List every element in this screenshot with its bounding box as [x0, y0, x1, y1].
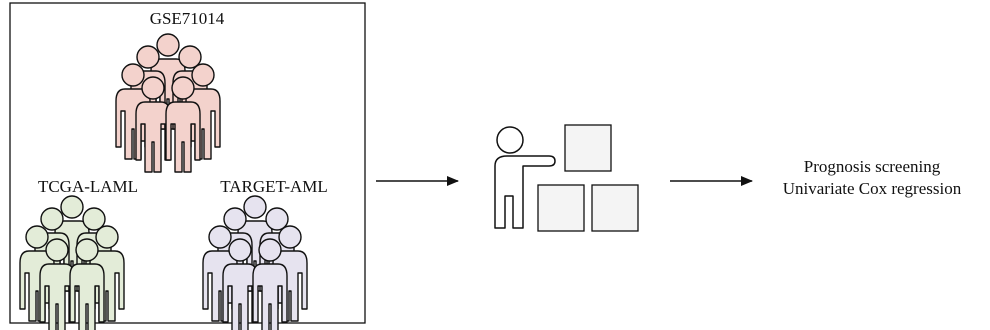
output-label-univariate-cox: Univariate Cox regression	[783, 179, 962, 198]
person-head	[208, 225, 232, 249]
person-head	[171, 76, 195, 100]
person-head	[141, 76, 165, 100]
person-head	[82, 207, 106, 231]
analyst-presenting-icon	[494, 124, 639, 232]
person-head	[136, 45, 160, 69]
person-icon	[165, 76, 201, 173]
person-body	[252, 263, 288, 330]
person-head	[191, 63, 215, 87]
person-head	[178, 45, 202, 69]
person-head	[156, 33, 180, 57]
person-head	[278, 225, 302, 249]
patient-group-icon-gse71014	[115, 33, 221, 173]
board-panel-right	[591, 184, 639, 232]
person-head	[258, 238, 282, 262]
output-label-prognosis-screening: Prognosis screening	[804, 157, 941, 176]
person-head	[25, 225, 49, 249]
person-head	[95, 225, 119, 249]
board-panel-top	[564, 124, 612, 172]
person-head	[40, 207, 64, 231]
person-body	[39, 263, 75, 330]
dataset-label-target-aml: TARGET-AML	[220, 177, 328, 196]
analyst-body	[494, 155, 556, 229]
dataset-label-gse71014: GSE71014	[150, 9, 225, 28]
person-icon	[39, 238, 75, 330]
datasets-frame	[9, 2, 366, 324]
person-head	[223, 207, 247, 231]
person-icon	[135, 76, 171, 173]
person-head	[60, 195, 84, 219]
person-head	[75, 238, 99, 262]
person-head	[265, 207, 289, 231]
analyst-head	[496, 126, 524, 154]
person-icon	[69, 238, 105, 330]
person-body	[69, 263, 105, 330]
person-head	[228, 238, 252, 262]
person-icon	[252, 238, 288, 330]
patient-group-icon-tcga-laml	[19, 195, 125, 330]
board-panel-left	[537, 184, 585, 232]
person-head	[45, 238, 69, 262]
person-head	[121, 63, 145, 87]
person-head	[243, 195, 267, 219]
patient-group-icon-target-aml	[202, 195, 308, 330]
person-body	[165, 101, 201, 173]
person-body	[135, 101, 171, 173]
person-body	[222, 263, 258, 330]
dataset-label-tcga-laml: TCGA-LAML	[38, 177, 138, 196]
